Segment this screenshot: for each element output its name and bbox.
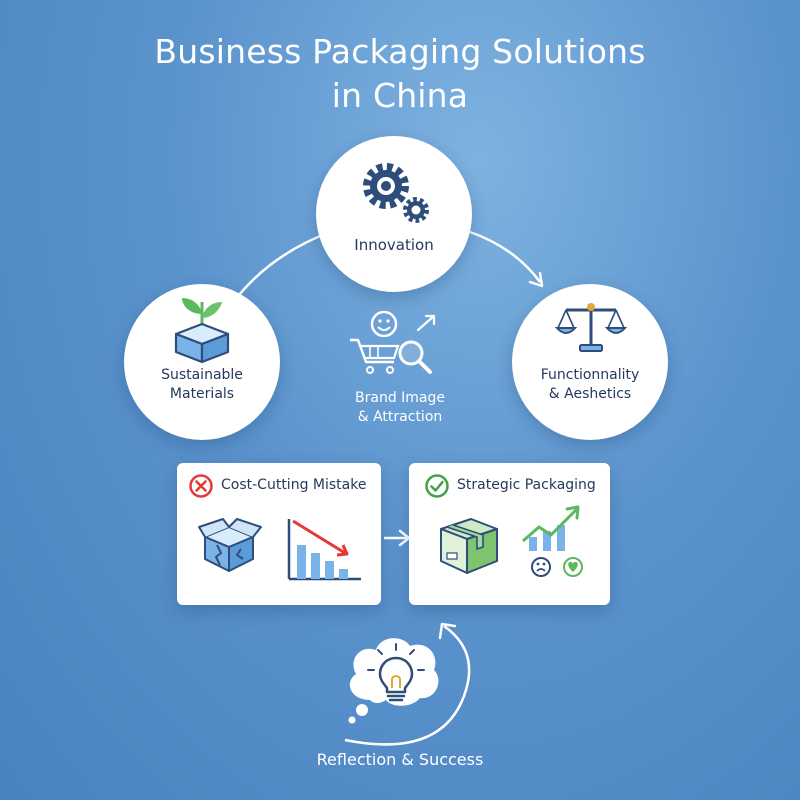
arc-innovation-to-functionality [469,230,542,283]
functionality-label-line-1: Functionnality [540,367,640,383]
brand-label-line-1: Brand Image [355,390,445,406]
card-cost-cutting-mistake: Cost-Cutting Mistake [177,463,381,605]
page-title: Business Packaging Solutions in China [0,30,800,118]
title-line-1: Business Packaging Solutions [154,32,646,71]
damaged-box-icon [198,518,262,572]
node-innovation: Innovation [316,136,472,292]
title-line-2: in China [331,76,469,115]
arc-sustainable-to-innovation [234,230,331,301]
innovation-label: Innovation [354,236,434,254]
sustainable-label-line-2: Materials [169,386,235,402]
card-strategic-packaging: Strategic Packaging [409,463,610,605]
arrowhead-reflection [438,622,457,640]
eco-box-icon [174,298,230,364]
package-box-icon [440,518,498,574]
node-sustainable-materials: Sustainable Materials [124,284,280,440]
arc-reflection-loop [344,624,471,746]
declining-chart-icon [287,519,361,581]
node-functionality-aesthetics: Functionnality & Aeshetics [512,284,668,440]
mistake-card-title: Cost-Cutting Mistake [221,477,367,493]
reflection-success-label: Reflection & Success [316,750,484,769]
lightbulb-thought-icon [348,638,439,724]
sustainable-label-line-1: Sustainable [161,367,243,383]
arrowhead-functionality [528,271,544,288]
shopping-cart-search-icon [350,310,436,374]
functionality-label-line-2: & Aeshetics [548,386,632,402]
strategic-card-title: Strategic Packaging [457,477,596,493]
balance-scale-icon [554,303,628,352]
growth-feedback-icon [522,505,583,577]
check-circle-icon [425,474,449,498]
gears-icon [363,163,429,223]
x-circle-icon [189,474,213,498]
brand-label-line-2: & Attraction [357,409,443,425]
